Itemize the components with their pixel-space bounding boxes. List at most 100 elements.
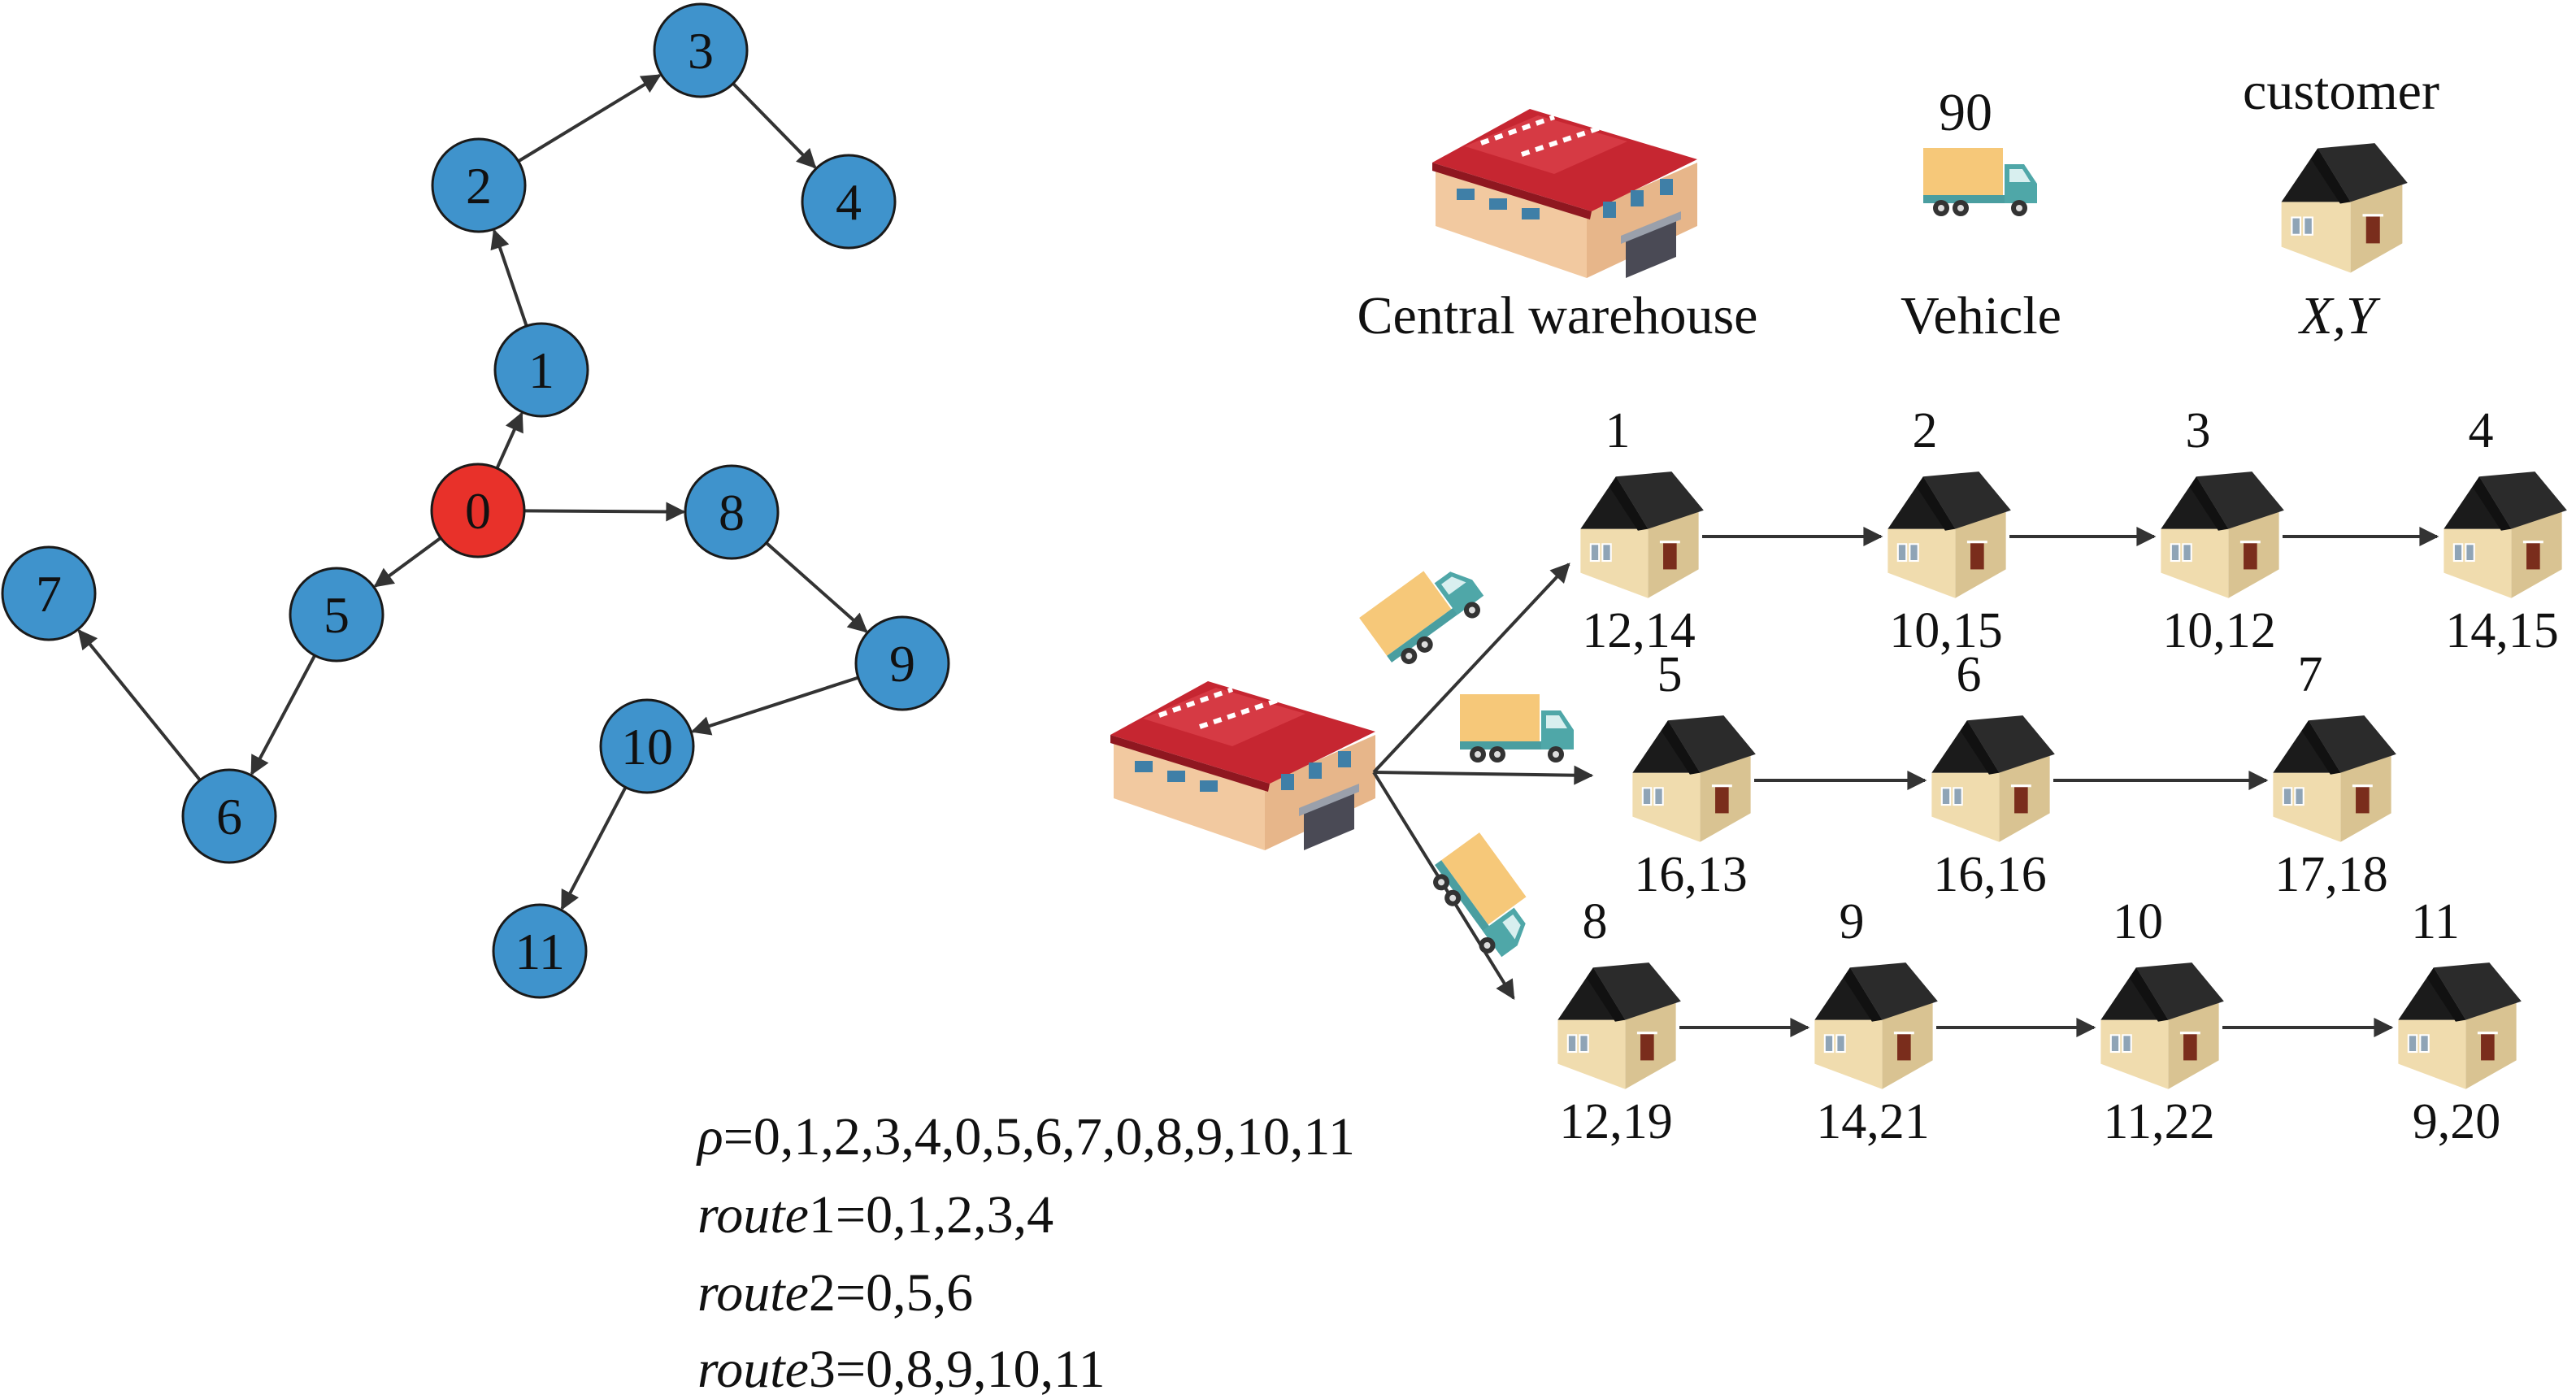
branch-route-2 <box>1373 765 1594 785</box>
graph-edge-2-3 <box>517 73 662 163</box>
rho-value: =0,1,2,3,4,0,5,6,7,0,8,9,10,11 <box>723 1107 1355 1167</box>
node-label: 5 <box>324 586 350 644</box>
node-circle <box>854 615 950 711</box>
node-circle <box>801 154 897 250</box>
graph-edge-9-10 <box>690 676 859 736</box>
vehicle-label: Vehicle <box>1901 286 2061 345</box>
customer-coordinates: 16,16 <box>1933 847 2047 902</box>
graph-nodes: 0 1 2 3 4 5 6 7 8 9 10 11 <box>1 2 950 999</box>
customer-coordinates: 14,15 <box>2445 603 2559 658</box>
graph-edge-5-6 <box>250 654 316 776</box>
graph-edge-6-7 <box>77 628 202 781</box>
house-icon <box>1931 715 2056 843</box>
house-icon <box>1631 715 1757 843</box>
depot-node: 0 <box>430 463 526 558</box>
truck-icon-route-3 <box>1424 832 1547 965</box>
customer-node-11: 11 <box>492 903 588 999</box>
house-icon <box>2397 962 2522 1090</box>
house-icon <box>1814 962 1939 1090</box>
customer-node-3: 3 <box>653 2 749 98</box>
routes: 112,14210,15310,12414,15516,13616,16717,… <box>1557 403 2568 1149</box>
node-circle <box>493 322 589 418</box>
customer-coordinates: 10,15 <box>1889 603 2003 658</box>
house-icon <box>2272 715 2397 843</box>
customer-number: 9 <box>1840 894 1865 949</box>
customer-node-8: 8 <box>684 464 780 560</box>
node-label: 11 <box>515 923 565 980</box>
customer-node-2: 2 <box>431 137 527 233</box>
route3-name: route <box>697 1340 809 1399</box>
customer-coordinates: 12,14 <box>1582 603 1696 658</box>
truck-icon <box>1923 148 2037 216</box>
node-label: 4 <box>836 173 862 231</box>
customer-number: 11 <box>2411 894 2460 949</box>
node-label: 9 <box>889 635 915 693</box>
customer-node-9: 9 <box>854 615 950 711</box>
house-icon <box>2100 962 2225 1090</box>
customer-number: 10 <box>2113 894 2163 949</box>
house-icon <box>1557 962 1682 1090</box>
customer-number: 2 <box>1913 403 1938 458</box>
customer-number: 3 <box>2186 403 2211 458</box>
route2-value: 2=0,5,6 <box>808 1263 974 1323</box>
route3-formula: route3=0,8,9,10,11 <box>697 1343 1106 1397</box>
legend: Central warehouse 90 Vehicle customer X,… <box>1358 62 2439 345</box>
house-icon <box>2280 142 2409 274</box>
customer-coordinates: 11,22 <box>2103 1094 2214 1149</box>
route-row-1: 1 12,14 2 10,15 3 10,12 4 14,15 <box>1579 403 2568 658</box>
customer-number: 6 <box>1957 647 1982 702</box>
node-circle <box>181 768 277 864</box>
customer-number: 1 <box>1605 403 1631 458</box>
graph-edge-0-1 <box>495 411 523 469</box>
vehicle-capacity: 90 <box>1939 83 1992 142</box>
rho-symbol: ρ <box>697 1107 723 1167</box>
house-icon <box>2443 471 2568 599</box>
node-circle <box>430 463 526 558</box>
node-label: 7 <box>36 565 62 623</box>
customer-coordinates: 12,19 <box>1559 1094 1673 1149</box>
customer-node-10: 10 <box>599 698 695 794</box>
graph-edges <box>77 73 868 910</box>
warehouse-icon <box>1432 109 1697 278</box>
node-circle <box>653 2 749 98</box>
node-label: 0 <box>465 482 491 540</box>
route2-formula: route2=0,5,6 <box>697 1266 973 1320</box>
node-circle <box>599 698 695 794</box>
graph-edge-1-2 <box>490 228 528 327</box>
customer-coordinates: 16,13 <box>1634 847 1748 902</box>
customer-node-5: 5 <box>289 567 384 663</box>
node-circle <box>289 567 384 663</box>
warehouse-label: Central warehouse <box>1358 286 1758 345</box>
customer-number: 8 <box>1583 894 1608 949</box>
rho-sequence: ρ=0,1,2,3,4,0,5,6,7,0,8,9,10,11 <box>697 1110 1355 1164</box>
route1-name: route <box>697 1185 809 1245</box>
customer-node-1: 1 <box>493 322 589 418</box>
graph-edge-3-4 <box>732 82 817 169</box>
customer-node-6: 6 <box>181 768 277 864</box>
customer-number: 4 <box>2469 403 2494 458</box>
route3-value: 3=0,8,9,10,11 <box>808 1340 1106 1399</box>
truck-icon-route-2 <box>1460 694 1574 762</box>
customer-coordinates: 17,18 <box>2274 847 2388 902</box>
route2-name: route <box>697 1263 809 1323</box>
truck-icon-route-1 <box>1359 550 1492 673</box>
customer-coordinates: 10,12 <box>2162 603 2276 658</box>
graph-edge-10-11 <box>560 786 628 910</box>
node-label: 6 <box>216 788 242 845</box>
node-circle <box>431 137 527 233</box>
customer-node-7: 7 <box>1 545 97 641</box>
node-circle <box>684 464 780 560</box>
node-label: 3 <box>688 22 714 80</box>
customer-number: 7 <box>2298 647 2323 702</box>
house-icon <box>2160 471 2285 599</box>
customer-xy-label: X,Y <box>2297 286 2381 345</box>
node-label: 2 <box>466 157 492 215</box>
node-label: 1 <box>528 341 554 399</box>
customer-coordinates: 9,20 <box>2413 1094 2501 1149</box>
graph-edge-8-9 <box>765 541 868 633</box>
node-label: 8 <box>719 484 745 541</box>
node-circle <box>492 903 588 999</box>
